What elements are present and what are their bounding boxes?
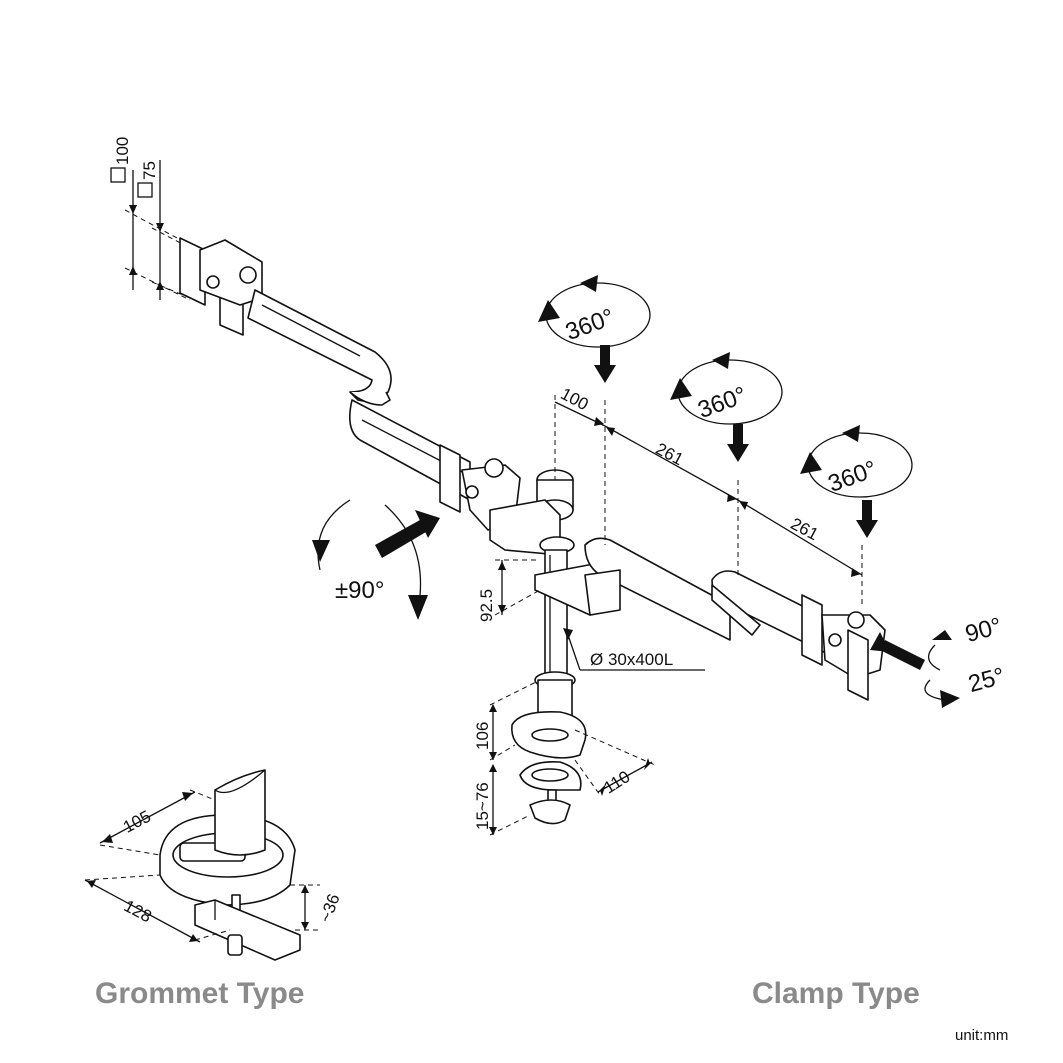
vesa-75-label: 75 [140, 161, 159, 180]
dim-36-label: ~36 [316, 891, 344, 925]
rotation-360-left: 360° [538, 275, 651, 383]
pole-spec-label: Ø 30x400L [590, 650, 673, 669]
rotation-360-mid: 360° [670, 352, 783, 462]
dim-100-label: 100 [558, 384, 592, 414]
center-hub [489, 469, 575, 556]
dim-261-a-label: 261 [653, 439, 687, 469]
unit-label: unit:mm [955, 1027, 1008, 1044]
clamp-type-caption: Clamp Type [752, 977, 920, 1010]
rotation-360-mid-label: 360° [694, 382, 750, 424]
left-vesa-dimensions: 100 75 [110, 137, 191, 301]
dim-261-b-label: 261 [788, 514, 822, 544]
dim-128-label: 128 [121, 896, 155, 926]
dim-92-5: 92.5 [477, 559, 541, 622]
tilt-90-left: ±90° [312, 499, 440, 620]
dim-92-5-label: 92.5 [477, 589, 496, 622]
dim-15-76-label: 15~76 [473, 782, 492, 830]
rotation-360-left-label: 360° [562, 304, 618, 346]
left-vesa-plate [179, 237, 263, 336]
grommet-type-caption: Grommet Type [95, 977, 305, 1010]
dim-106-label: 106 [473, 722, 492, 750]
tilt-90-right-label: 90° [962, 613, 1004, 648]
dim-105-label: 105 [120, 807, 154, 837]
tilt-90-label: ±90° [335, 577, 384, 604]
tilt-25-label: 25° [965, 663, 1007, 698]
right-lower-arm [711, 570, 831, 656]
right-vesa-plate [801, 594, 886, 701]
vesa-100-label: 100 [113, 137, 132, 165]
rotation-360-right: 360° [800, 425, 913, 538]
rotation-360-right-label: 360° [825, 456, 881, 498]
pole-callout: Ø 30x400L [563, 628, 705, 671]
grommet-type-illustration [159, 769, 301, 961]
left-upper-arm [247, 289, 392, 406]
clamp-base [511, 671, 587, 825]
tilt-right: 90° 25° [870, 613, 1008, 708]
right-upper-arm [534, 537, 731, 641]
dim-110-label: 110 [600, 767, 633, 797]
